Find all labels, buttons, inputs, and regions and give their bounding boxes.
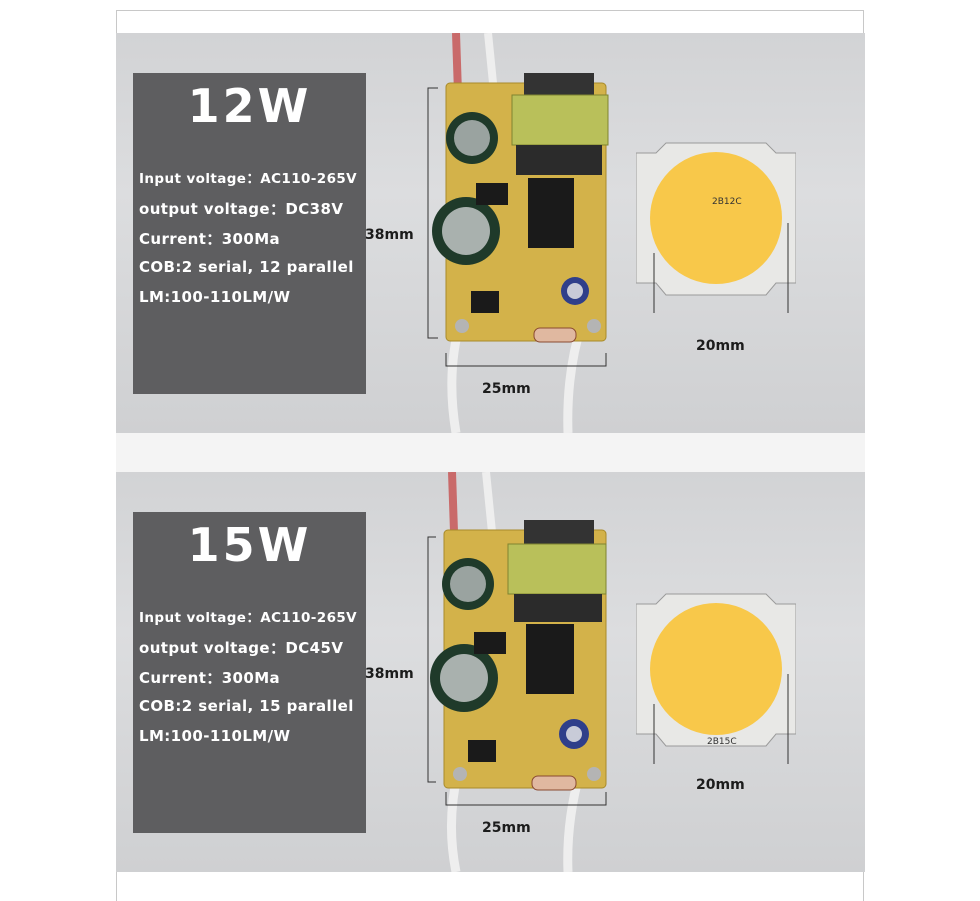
spec-lumens: LM:100-110LM/W xyxy=(139,727,291,745)
spec-output-voltage: output voltage：DC38V xyxy=(139,200,344,218)
dimension-height: 38mm xyxy=(365,227,414,243)
dimension-cob: 20mm xyxy=(696,777,745,793)
cob-led-image xyxy=(636,593,796,764)
dimension-width: 25mm xyxy=(482,820,531,836)
spec-cob: COB:2 serial, 12 parallel xyxy=(139,258,354,276)
dimension-height: 38mm xyxy=(365,666,414,682)
cob-label: 2B15C xyxy=(707,737,737,747)
panel-divider xyxy=(116,433,865,472)
spec-cob: COB:2 serial, 15 parallel xyxy=(139,697,354,715)
spec-output-voltage: output voltage：DC45V xyxy=(139,639,344,657)
dimension-width: 25mm xyxy=(482,381,531,397)
driver-board-image xyxy=(427,33,609,433)
spec-input-voltage: Input voltage：AC110-265V xyxy=(139,610,358,626)
product-panel-15w: 15W Input voltage：AC110-265V output volt… xyxy=(116,472,865,872)
product-panel-12w: 12W Input voltage：AC110-265V output volt… xyxy=(116,33,865,433)
spec-lumens: LM:100-110LM/W xyxy=(139,288,291,306)
spec-current: Current：300Ma xyxy=(139,669,281,687)
wattage-title: 12W xyxy=(187,79,312,133)
cob-label: 2B12C xyxy=(712,197,742,207)
cob-led-image xyxy=(636,142,796,313)
dimension-cob: 20mm xyxy=(696,338,745,354)
spec-box: 15W Input voltage：AC110-265V output volt… xyxy=(133,512,366,833)
spec-input-voltage: Input voltage：AC110-265V xyxy=(139,171,358,187)
wattage-title: 15W xyxy=(187,518,312,572)
driver-board-image xyxy=(427,472,607,872)
spec-box: 12W Input voltage：AC110-265V output volt… xyxy=(133,73,366,394)
spec-current: Current：300Ma xyxy=(139,230,281,248)
